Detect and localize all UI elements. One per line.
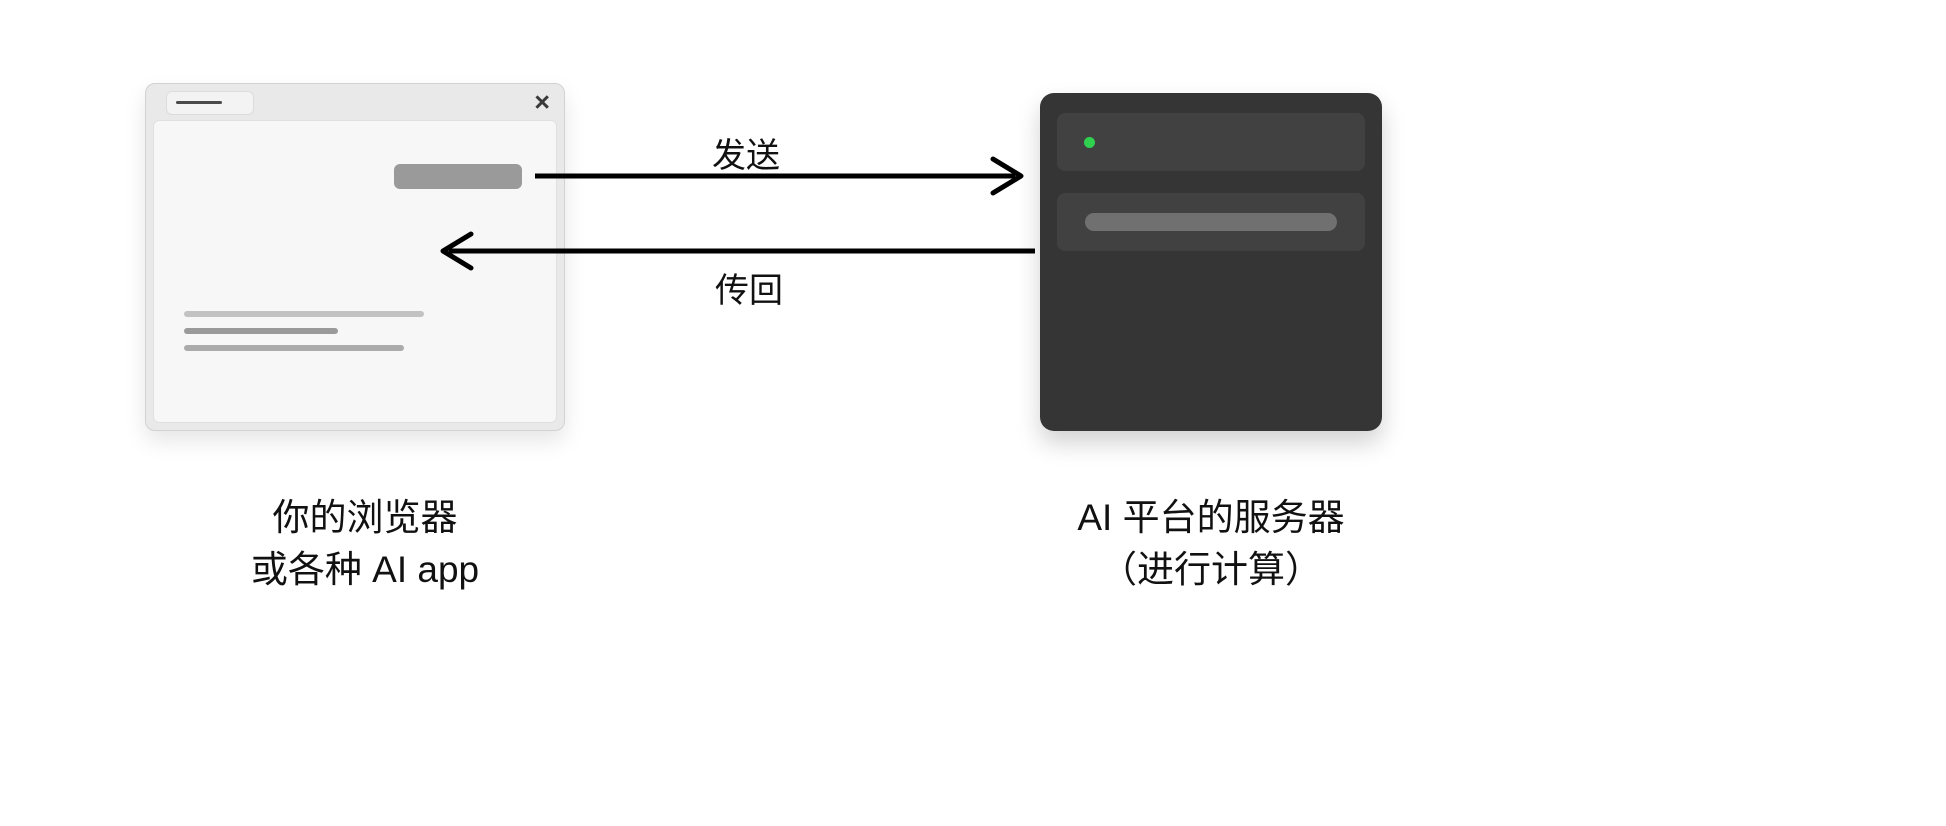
- browser-window: ×: [145, 83, 565, 431]
- client-caption-line1: 你的浏览器: [272, 497, 458, 538]
- server-slot-top: [1057, 113, 1365, 171]
- close-icon: ×: [534, 87, 550, 117]
- server-caption: AI 平台的服务器 （进行计算）: [1020, 492, 1402, 596]
- send-arrow-label: 发送: [712, 137, 780, 175]
- client-caption: 你的浏览器 或各种 AI app: [145, 492, 585, 596]
- browser-tab-title-placeholder: [176, 101, 222, 104]
- text-line-placeholder: [184, 328, 338, 334]
- send-arrow: [535, 156, 1027, 196]
- server-drive-bar: [1085, 213, 1337, 231]
- server-caption-line2: （进行计算）: [1100, 549, 1322, 590]
- server-caption-line1: AI 平台的服务器: [1077, 497, 1345, 538]
- browser-button-placeholder: [394, 164, 522, 189]
- browser-tab: [166, 91, 254, 115]
- server-box: [1040, 93, 1382, 431]
- text-line-placeholder: [184, 345, 404, 351]
- return-arrow-label: 传回: [715, 272, 783, 310]
- client-caption-line2: 或各种 AI app: [250, 549, 480, 590]
- text-line-placeholder: [184, 311, 424, 317]
- browser-content-area: [153, 120, 557, 423]
- status-led-icon: [1084, 137, 1095, 148]
- server-slot-bottom: [1057, 193, 1365, 251]
